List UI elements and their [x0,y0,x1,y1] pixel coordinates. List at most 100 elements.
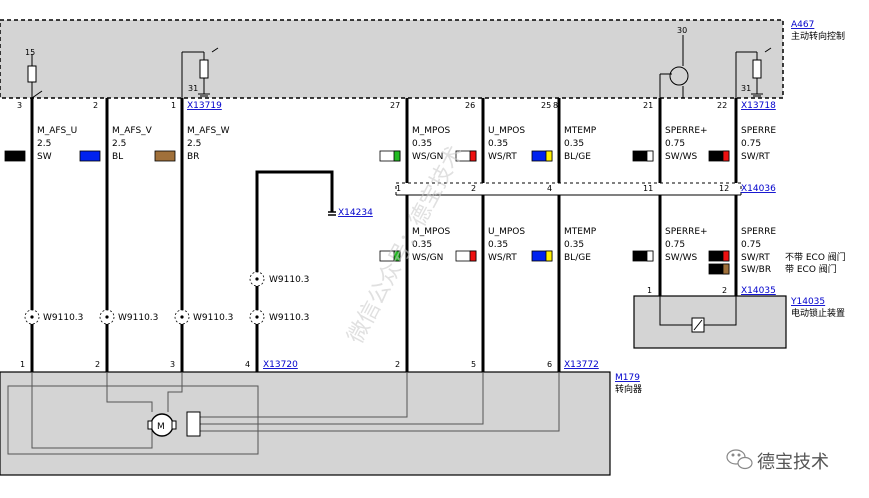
terminal-15-symbol [27,54,43,99]
wire-label-size: 0.35 [488,139,508,149]
terminal-15-label: 15 [25,48,35,57]
wire-label-signal: SPERRE [741,227,776,237]
wire-label-size: 2.5 [37,139,51,149]
footer-brand: 德宝技术 [757,452,829,473]
connector-x14234[interactable]: X14234 [338,208,373,218]
wire-label-size: 2.5 [187,139,201,149]
wire-label-signal: U_MPOS [488,227,525,237]
swatch-ws-rt [455,150,477,162]
a467-id[interactable]: A467 [791,20,814,30]
lower-wire-labels: M_MPOS 0.35 WS/GN U_MPOS 0.35 WS/RT MTEM… [412,227,846,275]
wire-label-signal: U_MPOS [488,126,525,136]
pin-lock-1: 1 [647,286,652,295]
terminal-31-left-symbol [181,47,219,98]
position-sensor-icon [186,411,201,437]
a467-name: 主动转向控制 [791,30,845,42]
wire-label-size: 0.35 [564,139,584,149]
pin-top-26: 26 [465,101,475,110]
swatch-sw-rt [708,250,730,262]
wire-label-color: SW/RT [741,152,770,162]
pin-top-22: 22 [717,101,727,110]
terminal-31-left-label: 31 [188,84,198,93]
wire-label-size: 0.75 [665,240,685,250]
swatch-ws-gn [379,250,401,262]
wire-label-signal: SPERRE+ [665,227,708,237]
wire-label-size: 0.75 [741,139,761,149]
terminal-30-symbol [659,35,689,98]
y14035-module-box [633,295,787,349]
pin-bot-3: 3 [170,360,175,369]
upper-wire-labels: M_AFS_U 2.5 SW M_AFS_V 2.5 BL M_AFS_W 2.… [37,126,776,162]
pin-top-25: 25 [541,101,551,110]
pin-top-2: 2 [93,101,98,110]
wire-label-signal: M_MPOS [412,126,451,136]
wire-label-color: WS/RT [488,152,517,162]
pin-mid-4: 4 [547,184,552,193]
m179-name: 转向器 [615,383,642,395]
splice-label: W9110.3 [269,313,309,323]
wire-label-size: 2.5 [112,139,126,149]
wire-label-color: BL/GE [564,253,591,263]
pin-bot-2b: 2 [395,360,400,369]
wire-label-size: 0.35 [564,240,584,250]
pin-bot-5: 5 [471,360,476,369]
wire-label-size: 0.75 [741,240,761,250]
wire-label-color: BL/GE [564,152,591,162]
swatch-sw-ws [632,150,654,162]
connector-x14036[interactable]: X14036 [741,184,776,194]
wire-label-signal: M_AFS_V [112,126,153,136]
upper-color-swatches [4,150,730,162]
swatch-bl [79,150,101,162]
note-without-eco: 不带 ECO 阀门 [785,251,846,263]
splice-label: W9110.3 [118,313,158,323]
swatch-ws-rt [455,250,477,262]
wire-label-signal: M_AFS_W [187,126,230,136]
splice-label: W9110.3 [269,275,309,285]
pin-top-8: 8 [553,101,558,110]
lock-solenoid-symbol [659,296,737,333]
wire-label-color: SW/WS [665,152,698,162]
swatch-ws-gn [379,150,401,162]
pin-bot-4: 4 [245,360,250,369]
pin-mid-2: 2 [471,184,476,193]
connector-x13772[interactable]: X13772 [564,360,599,370]
swatch-br [154,150,176,162]
pin-top-1: 1 [171,101,176,110]
swatch-ws-ge [531,250,553,262]
wire-label-signal: SPERRE [741,126,776,136]
splice-label: W9110.3 [193,313,233,323]
terminal-30-label: 30 [677,26,687,35]
x14234-terminal [328,211,336,216]
pin-lock-2: 2 [722,286,727,295]
wechat-icon [726,449,753,470]
wire-label-signal: SPERRE+ [665,126,708,136]
terminal-31-right-label: 31 [741,84,751,93]
wire-label-color: SW/RT [741,253,770,263]
connector-x13719[interactable]: X13719 [187,101,222,111]
swatch-sw-ws [632,250,654,262]
splice-label: W9110.3 [43,313,83,323]
m179-id[interactable]: M179 [615,373,640,383]
pin-top-3: 3 [17,101,22,110]
y14035-id[interactable]: Y14035 [790,297,825,307]
connector-x14035[interactable]: X14035 [741,286,776,296]
y14035-name: 电动锁止装置 [791,307,845,319]
wire-label-color: SW/WS [665,253,698,263]
wire-label-color: WS/RT [488,253,517,263]
wire-label-size: 0.35 [412,240,432,250]
wire-label-signal: M_AFS_U [37,126,77,136]
pin-top-27: 27 [390,101,400,110]
wire-label-size: 0.35 [412,139,432,149]
pin-bot-6: 6 [547,360,552,369]
note-with-eco: 带 ECO 阀门 [785,263,837,275]
swatch-ws-ge [531,150,553,162]
wire-label-color: SW [37,152,52,162]
connector-x13720[interactable]: X13720 [263,360,298,370]
pin-bot-2: 2 [95,360,100,369]
m179-internal-wiring [7,372,560,455]
swatch-sw-rt [708,150,730,162]
wire-label-color: WS/GN [412,152,443,162]
connector-x13718[interactable]: X13718 [741,101,776,111]
motor-label: M [157,422,165,432]
wire-label-color: BL [112,152,123,162]
